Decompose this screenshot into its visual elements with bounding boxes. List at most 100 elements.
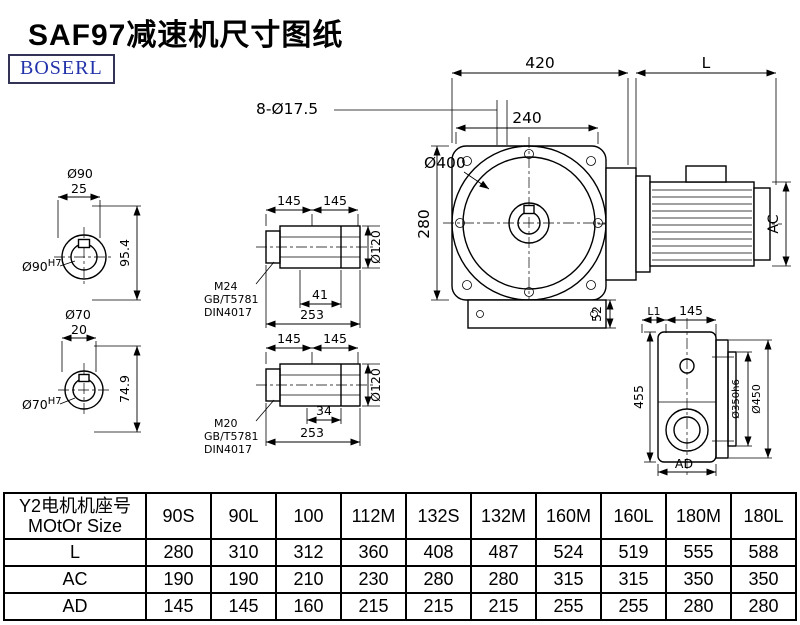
shaft-end-view-70: Ø70 20 74.9 Ø70H7 [22, 307, 141, 433]
dim-240-label: 240 [512, 109, 542, 127]
table-row-AC: AC 190 190 210 230 280 280 315 315 350 3… [3, 565, 797, 594]
table-cell: 230 [340, 565, 407, 594]
dim-120-top-label: Ø120 [368, 230, 383, 264]
dim-41-label: 41 [312, 287, 328, 302]
dim-145a-top-label: 145 [277, 193, 301, 208]
dim-90-dia-label: Ø90 [67, 166, 93, 181]
hole-callout-label: 8-Ø17.5 [256, 100, 318, 118]
table-cell: 350 [665, 565, 732, 594]
row-label: AC [3, 565, 147, 594]
dim-34-label: 34 [316, 403, 332, 418]
side-view: L1 145 455 Ø350h6 Ø450 [631, 303, 772, 476]
standard-din4017-bottom: DIN4017 [204, 443, 252, 456]
table-header-motor-size: Y2电机机座号 MOtOr Size [3, 492, 147, 540]
keyway-input [523, 204, 535, 215]
table-cell: 215 [470, 592, 537, 621]
column-header: 90S [145, 492, 212, 540]
thread-spec-m20: M20 [214, 417, 238, 430]
dim-25-label: 25 [71, 181, 87, 196]
table-cell: 588 [730, 538, 797, 567]
output-flange-edge [715, 339, 729, 459]
dim-74-9-label: 74.9 [117, 375, 132, 403]
motor-adapter [605, 167, 637, 281]
table-cell: 315 [535, 565, 602, 594]
dim-145b-bottom-label: 145 [323, 331, 347, 346]
dim-280-label: 280 [415, 209, 433, 239]
table-cell: 255 [535, 592, 602, 621]
dim-420-label: 420 [525, 54, 555, 72]
table-row-L: L 280 310 312 360 408 487 524 519 555 58… [3, 538, 797, 567]
table-cell: 190 [210, 565, 277, 594]
dim-L1-label: L1 [647, 305, 660, 318]
table-cell: 255 [600, 592, 667, 621]
dim-450-label: Ø450 [750, 384, 763, 414]
table-cell: 145 [210, 592, 277, 621]
table-cell: 215 [340, 592, 407, 621]
motor-size-label-en: MOtOr Size [27, 516, 122, 536]
column-header: 180L [730, 492, 797, 540]
table-cell: 215 [405, 592, 472, 621]
dim-120-bottom-label: Ø120 [368, 368, 383, 402]
hollow-shaft-view-top: 145 145 Ø120 M24 GB/T5781 DIN4017 41 [204, 193, 383, 328]
fan-cowl [753, 187, 771, 261]
column-header: 100 [275, 492, 342, 540]
dim-AC-label: AC [766, 214, 782, 233]
dim-20-label: 20 [71, 322, 87, 337]
table-cell: 555 [665, 538, 732, 567]
motor-size-label-cn: Y2电机机座号 [18, 496, 132, 516]
standard-gbt5781-bottom: GB/T5781 [204, 430, 259, 443]
dim-145b-top-label: 145 [323, 193, 347, 208]
hollow-shaft-view-bottom: 145 145 Ø120 M20 GB/T5781 DIN4017 34 [204, 331, 383, 456]
dim-455-label: 455 [631, 385, 646, 409]
column-header: 160M [535, 492, 602, 540]
bore-90-label: Ø90H7 [22, 258, 62, 274]
table-cell: 280 [145, 538, 212, 567]
table-cell: 160 [275, 592, 342, 621]
column-header: 180M [665, 492, 732, 540]
table-row-AD: AD 145 145 160 215 215 215 255 255 280 2… [3, 592, 797, 621]
table-cell: 210 [275, 565, 342, 594]
dim-AD-label: AD [675, 456, 693, 471]
bore-90-fit: H7 [48, 258, 62, 269]
standard-din4017-top: DIN4017 [204, 306, 252, 319]
dim-350h6-label: Ø350h6 [730, 379, 742, 419]
table-cell: 312 [275, 538, 342, 567]
bore-70-fit: H7 [48, 396, 62, 407]
table-cell: 145 [145, 592, 212, 621]
keyway-70 [78, 373, 90, 383]
table-cell: 280 [665, 592, 732, 621]
column-header: 112M [340, 492, 407, 540]
terminal-box [685, 165, 727, 183]
table-cell: 524 [535, 538, 602, 567]
bore-90-dia: Ø90 [22, 259, 48, 274]
table-cell: 280 [405, 565, 472, 594]
table-cell: 190 [145, 565, 212, 594]
table-cell: 487 [470, 538, 537, 567]
output-spigot-edge [727, 351, 737, 447]
motor-assembly: AC [605, 165, 791, 281]
technical-drawing: Ø90 25 95.4 Ø90H7 Ø70 20 [22, 54, 791, 476]
thread-spec-m24: M24 [214, 280, 238, 293]
column-header: 132M [470, 492, 537, 540]
dim-400-dia-label: Ø400 [424, 154, 466, 172]
table-cell: 280 [730, 592, 797, 621]
boserl-logo: BOSERL [8, 54, 115, 84]
motor-body [649, 181, 755, 267]
table-cell: 315 [600, 565, 667, 594]
row-label: L [3, 538, 147, 567]
column-header: 132S [405, 492, 472, 540]
table-cell: 310 [210, 538, 277, 567]
column-header: 160L [600, 492, 667, 540]
dim-145a-bottom-label: 145 [277, 331, 301, 346]
dim-253-top-label: 253 [300, 307, 324, 322]
dim-52-label: 52 [589, 306, 604, 322]
page-title: SAF97减速机尺寸图纸 [28, 19, 344, 52]
table-cell: 350 [730, 565, 797, 594]
boserl-logo-text: BOSERL [20, 57, 103, 79]
column-header: 90L [210, 492, 277, 540]
dim-145-side-label: 145 [679, 303, 703, 318]
dim-95-4-label: 95.4 [117, 239, 132, 267]
motor-flange [635, 175, 651, 273]
standard-gbt5781-top: GB/T5781 [204, 293, 259, 306]
